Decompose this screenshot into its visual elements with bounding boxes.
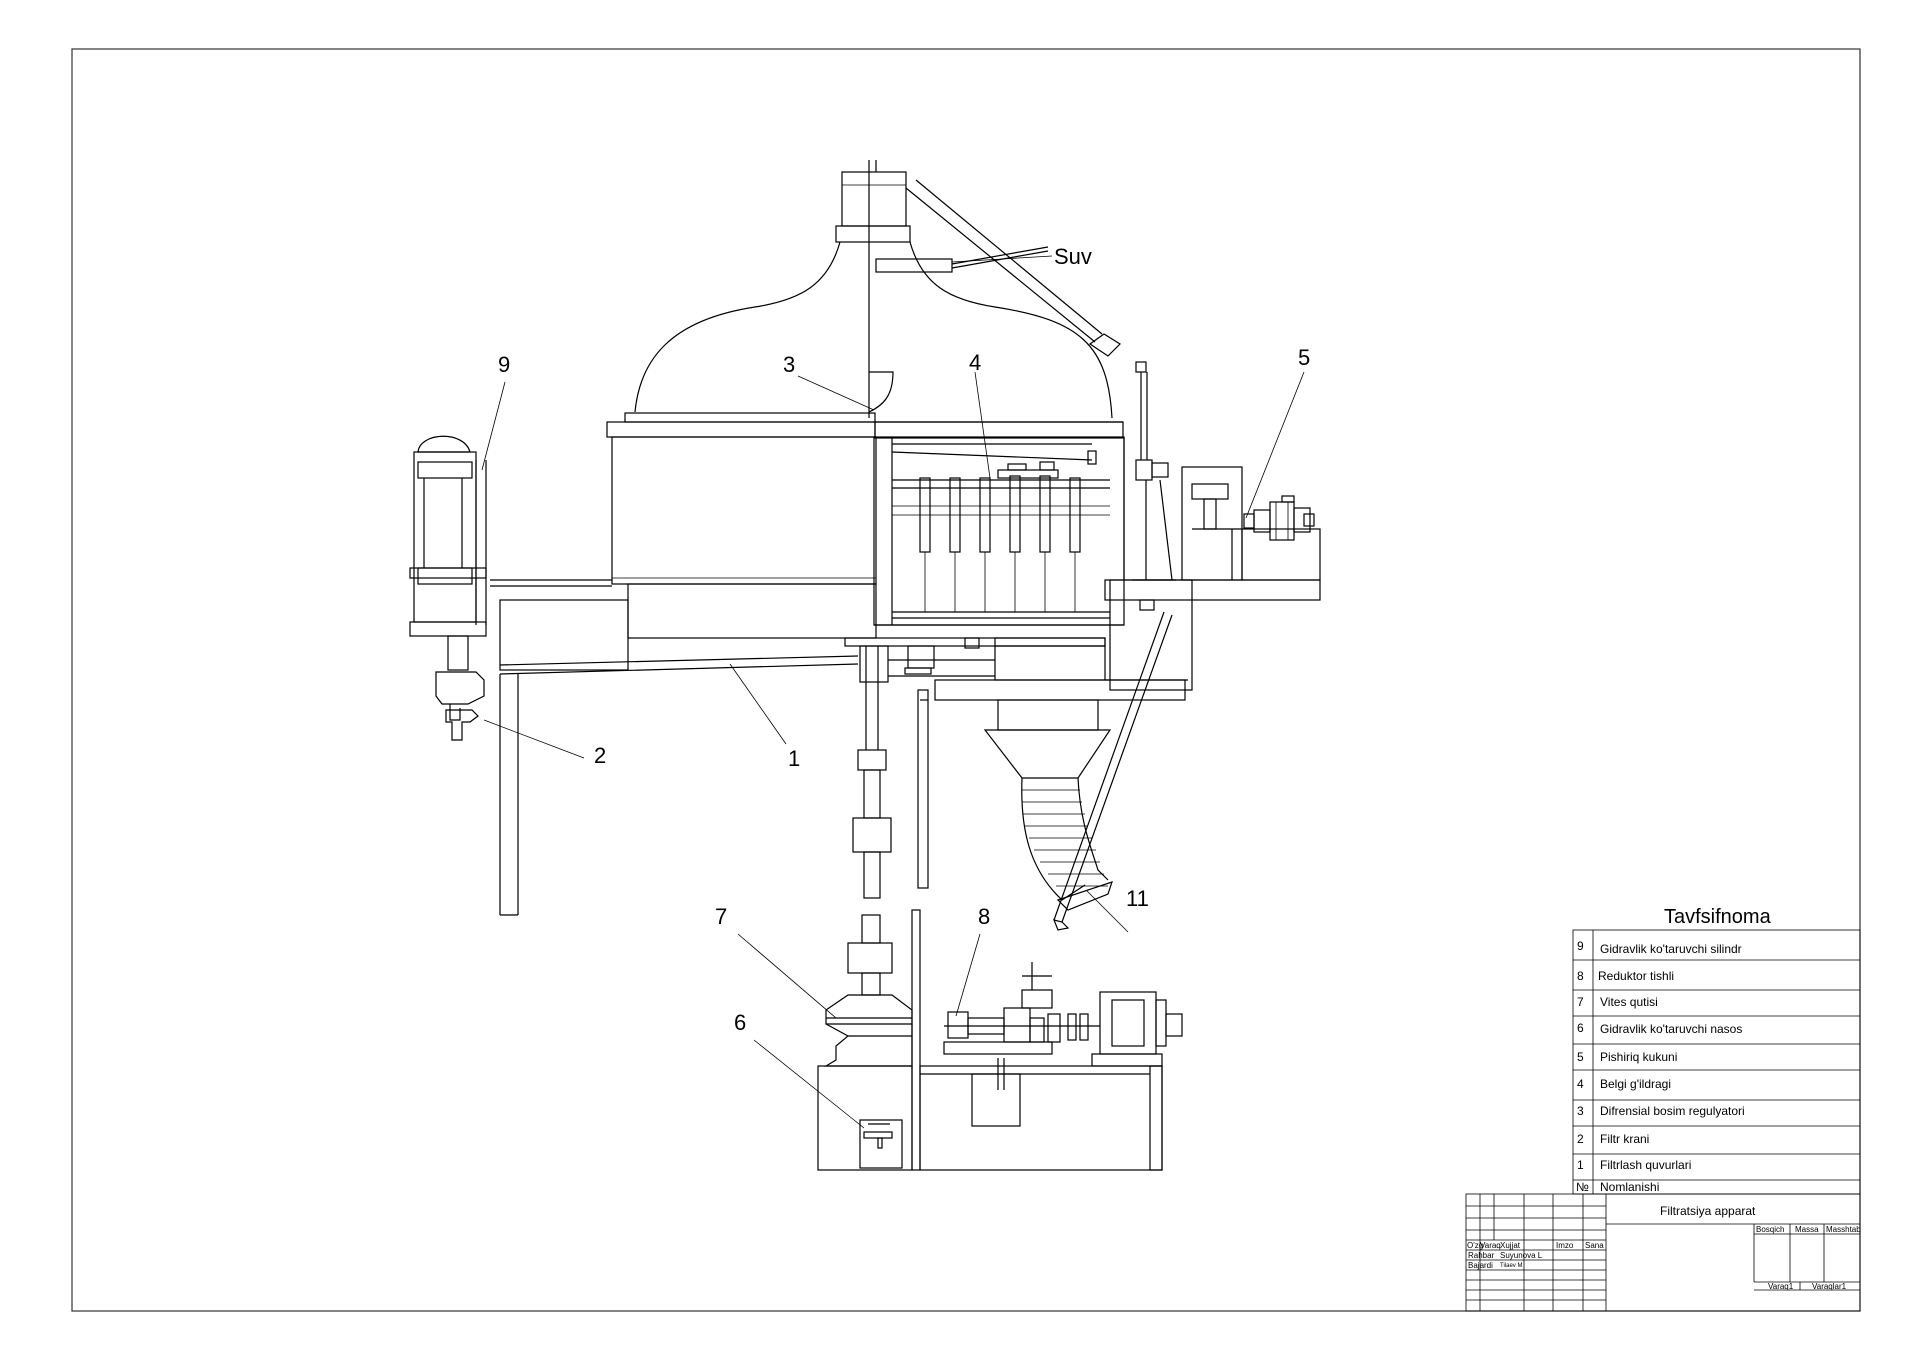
tb-varaqlar: Varaqlar1 [1812,1282,1847,1291]
spec-row-num: 1 [1577,1158,1584,1172]
spec-row-name: Filtr krani [1600,1132,1649,1146]
spec-row-name: Difrensial bosim regulyatori [1600,1104,1745,1118]
dome [634,241,841,413]
title-block: Filtratsiya apparat O'zg Varaq Xujjat Im… [1465,1193,1861,1312]
spec-row-num: 3 [1577,1104,1584,1118]
tb-row-bajardi: Bajardi [1468,1261,1493,1270]
callout-water: Suv [1054,244,1092,269]
hydraulic-cylinder [409,435,487,741]
spec-row-name: Filtrlash quvurlari [1600,1158,1691,1172]
callout-4: 4 [969,350,981,375]
spec-header-num: № [1576,1180,1589,1194]
spec-row-name: Gidravlik ko'taruvchi nasos [1600,1022,1742,1036]
lid-flange [624,412,876,423]
callout-7: 7 [715,904,727,929]
callout-3: 3 [783,352,795,377]
spec-row-num: 9 [1577,939,1584,953]
spec-row-num: 7 [1577,995,1584,1009]
callout-1: 1 [788,746,800,771]
drawing-title: Filtratsiya apparat [1660,1204,1756,1218]
callout-8: 8 [978,904,990,929]
tb-col-varaq: Varaq [1480,1241,1501,1250]
spec-row-num: 8 [1577,969,1584,983]
callout-5: 5 [1298,345,1310,370]
discharge-funnel [983,699,1113,911]
filter-chamber [873,436,1125,626]
tb-varaq: Varaq1 [1768,1282,1794,1291]
tb-col-imzo: Imzo [1556,1241,1574,1250]
drawing-frame [71,48,1861,1312]
tb-rahbar-name: Suyunova L [1500,1251,1543,1260]
callout-9: 9 [498,352,510,377]
filter-plates [919,461,1081,612]
leader-lines [481,255,1305,1129]
tb-masshtab: Masshtab [1826,1225,1861,1234]
spec-header-name: Nomlanishi [1600,1180,1659,1194]
spec-row-num: 4 [1577,1077,1584,1091]
tb-col-izm: O'zg [1467,1241,1483,1250]
vessel-body [611,436,877,585]
central-shaft [852,646,929,899]
powder-dosing-motor [1243,495,1315,541]
spec-row-num: 5 [1577,1050,1584,1064]
discharge-chute [1053,611,1173,931]
filtration-apparatus: 9 3 4 5 Suv 1 2 7 8 6 11 [409,160,1321,1171]
spec-row-name: Reduktor tishli [1598,969,1674,983]
tb-col-xujjat: Xujjat [1500,1241,1521,1250]
callout-11: 11 [1126,886,1149,911]
gearbox-assembly [817,909,921,1171]
tb-col-sana: Sana [1585,1241,1604,1250]
tb-bosqich: Bosqich [1756,1225,1784,1234]
vessel-base [844,579,1193,701]
spec-row-num: 2 [1577,1132,1584,1146]
side-platform [1104,466,1321,601]
callout-6: 6 [734,1010,746,1035]
spec-row-name: Pishiriq kukuni [1600,1050,1677,1064]
spec-row-num: 6 [1577,1021,1584,1035]
spec-row-name: Belgi g'ildragi [1600,1077,1671,1091]
support-frame [490,579,859,916]
callout-2: 2 [594,743,606,768]
tb-massa: Massa [1795,1225,1819,1234]
tb-bajardi-name: Tilaev M [1500,1263,1522,1269]
specification-table: Tavfsifnoma 9 Gidravlik ko'taruvchi sili… [1572,906,1861,1195]
tb-row-rahbar: Rahbar [1468,1251,1495,1260]
pressure-regulator-rod [1123,361,1176,581]
dome-motor [835,160,953,273]
gear-reducer [919,962,1183,1171]
spec-row-name: Gidravlik ko'taruvchi silindr [1600,942,1742,956]
spec-table-title: Tavfsifnoma [1664,906,1772,928]
spec-row-name: Vites qutisi [1600,995,1658,1009]
